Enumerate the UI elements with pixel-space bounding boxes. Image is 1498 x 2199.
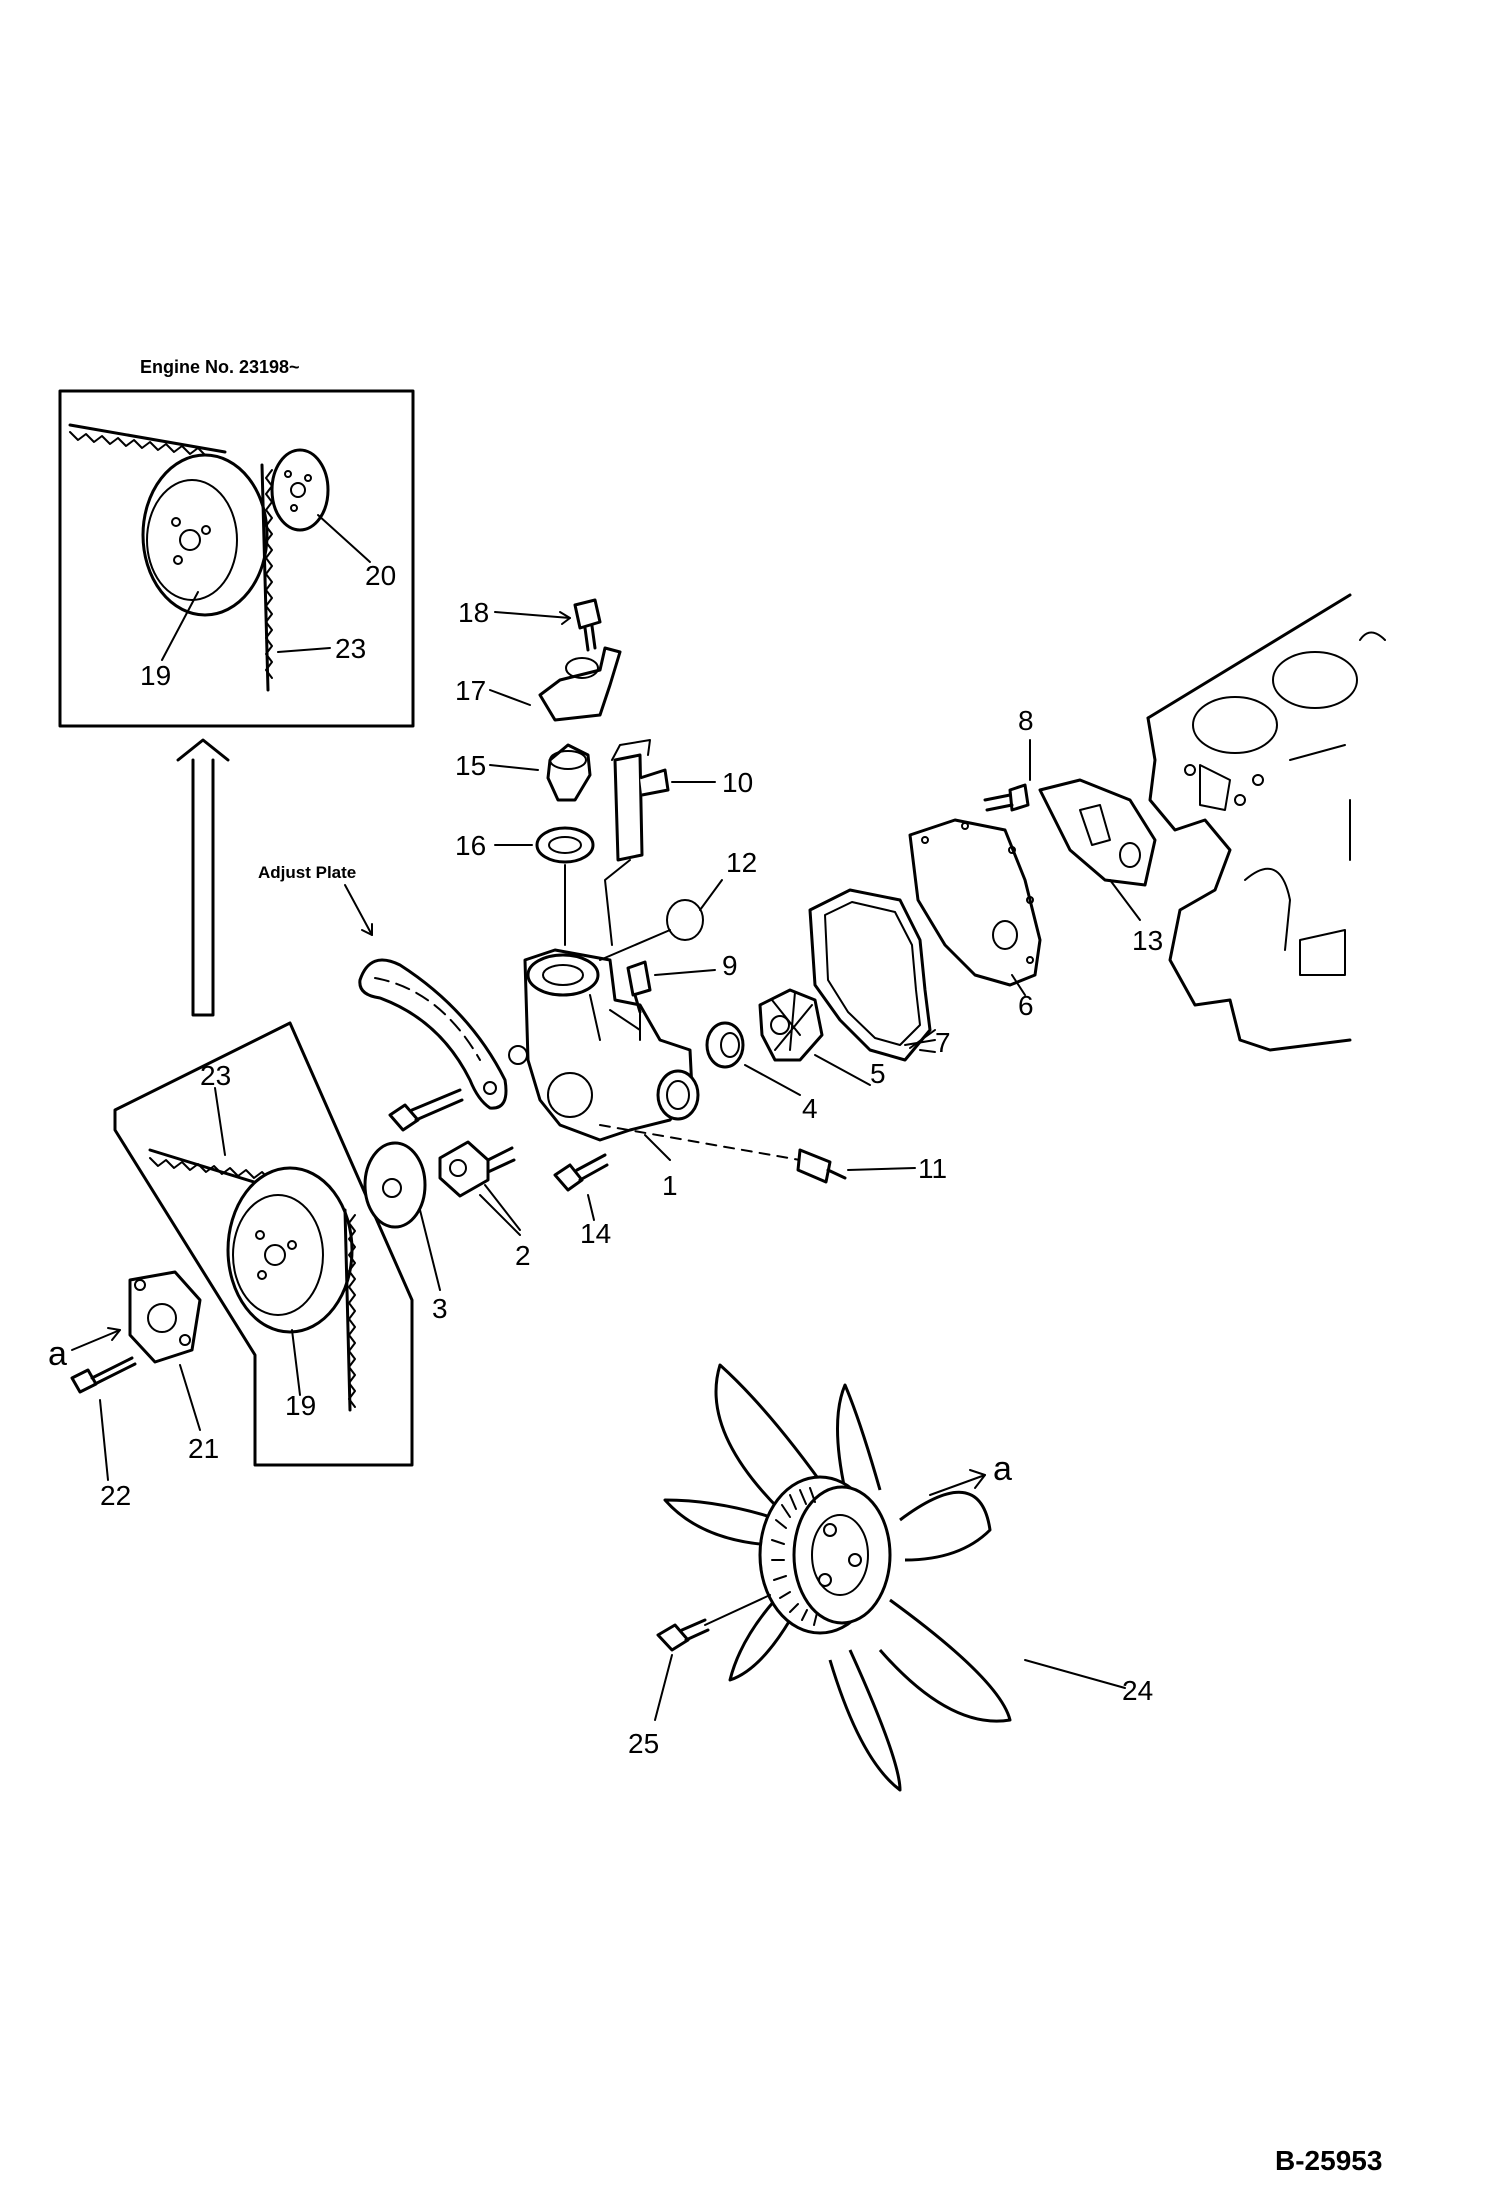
bolt-adjust	[388, 1088, 464, 1132]
callout-7: 7	[935, 1027, 951, 1058]
callout-12: 12	[726, 847, 757, 878]
pump-housing-1: 1	[508, 948, 700, 1201]
callout-9: 9	[722, 950, 738, 981]
callout-14: 14	[580, 1218, 611, 1249]
gasket-7: 7	[808, 888, 951, 1062]
view-marker-a-left: a	[48, 1327, 121, 1373]
bolt-22: 22	[70, 1356, 137, 1511]
belt-group: 23 19	[113, 1021, 414, 1467]
callout-10: 10	[722, 767, 753, 798]
plate-6: 6	[908, 818, 1042, 1021]
callout-19: 19	[285, 1390, 316, 1421]
thermostat-15: 15	[455, 743, 592, 802]
figure-id: B-25953	[1275, 2145, 1382, 2176]
pulley-19	[226, 1166, 354, 1334]
callout-23-inset: 23	[335, 633, 366, 664]
callout-22: 22	[100, 1480, 131, 1511]
sensor-10: 10	[604, 739, 753, 946]
callout-2: 2	[515, 1240, 531, 1271]
adjust-plate: Adjust Plate	[258, 863, 508, 1110]
inset-spacer-20	[270, 448, 330, 532]
bolt-25: 25	[628, 1594, 771, 1759]
inset-belt-top	[68, 423, 227, 454]
callout-6: 6	[1018, 990, 1034, 1021]
callout-19-inset: 19	[140, 660, 171, 691]
callout-3: 3	[432, 1293, 448, 1324]
pulley-3: 3	[363, 1141, 448, 1324]
impeller-5: 5	[758, 988, 886, 1089]
callout-11: 11	[918, 1153, 947, 1184]
callout-13: 13	[1132, 925, 1163, 956]
inset-panel: Engine No. 23198~ 20 19 23	[58, 357, 415, 728]
inset-pulley-19	[141, 453, 269, 617]
inset-title: Engine No. 23198~	[140, 357, 300, 377]
gasket-13: 13	[1038, 778, 1163, 956]
idler-2: 2	[438, 1140, 531, 1271]
pump-21: 21	[128, 1270, 219, 1464]
gasket-16: 16	[455, 826, 595, 864]
marker-a-left: a	[48, 1335, 67, 1373]
callout-17: 17	[455, 675, 486, 706]
engine-block	[1146, 593, 1386, 1052]
callout-5: 5	[870, 1058, 886, 1089]
callout-18: 18	[458, 597, 489, 628]
view-marker-a-fan: a	[929, 1450, 1012, 1496]
water-outlet-17: 17	[455, 646, 622, 722]
bolt-18: 18	[458, 597, 602, 652]
sensor-11: 11	[599, 1124, 947, 1184]
callout-23: 23	[200, 1060, 231, 1091]
seal-4: 4	[705, 1021, 818, 1124]
fan-24: 24	[663, 1363, 1153, 1792]
callout-20: 20	[365, 560, 396, 591]
inset-arrow	[176, 738, 230, 1017]
callout-1: 1	[662, 1170, 678, 1201]
inset-frame	[58, 389, 415, 728]
callout-4: 4	[802, 1093, 818, 1124]
bolt-14: 14	[553, 1153, 611, 1249]
callout-25: 25	[628, 1728, 659, 1759]
callout-15: 15	[455, 750, 486, 781]
fitting-9: 9	[626, 950, 738, 1041]
callout-21: 21	[188, 1433, 219, 1464]
bolt-8: 8	[983, 705, 1034, 812]
adjust-plate-label: Adjust Plate	[258, 863, 356, 882]
callout-8: 8	[1018, 705, 1034, 736]
callout-16: 16	[455, 830, 486, 861]
callout-24: 24	[1122, 1675, 1153, 1706]
o-ring-12: 12	[599, 847, 757, 961]
belt-group-frame	[113, 1021, 414, 1467]
marker-a-fan: a	[993, 1450, 1012, 1488]
